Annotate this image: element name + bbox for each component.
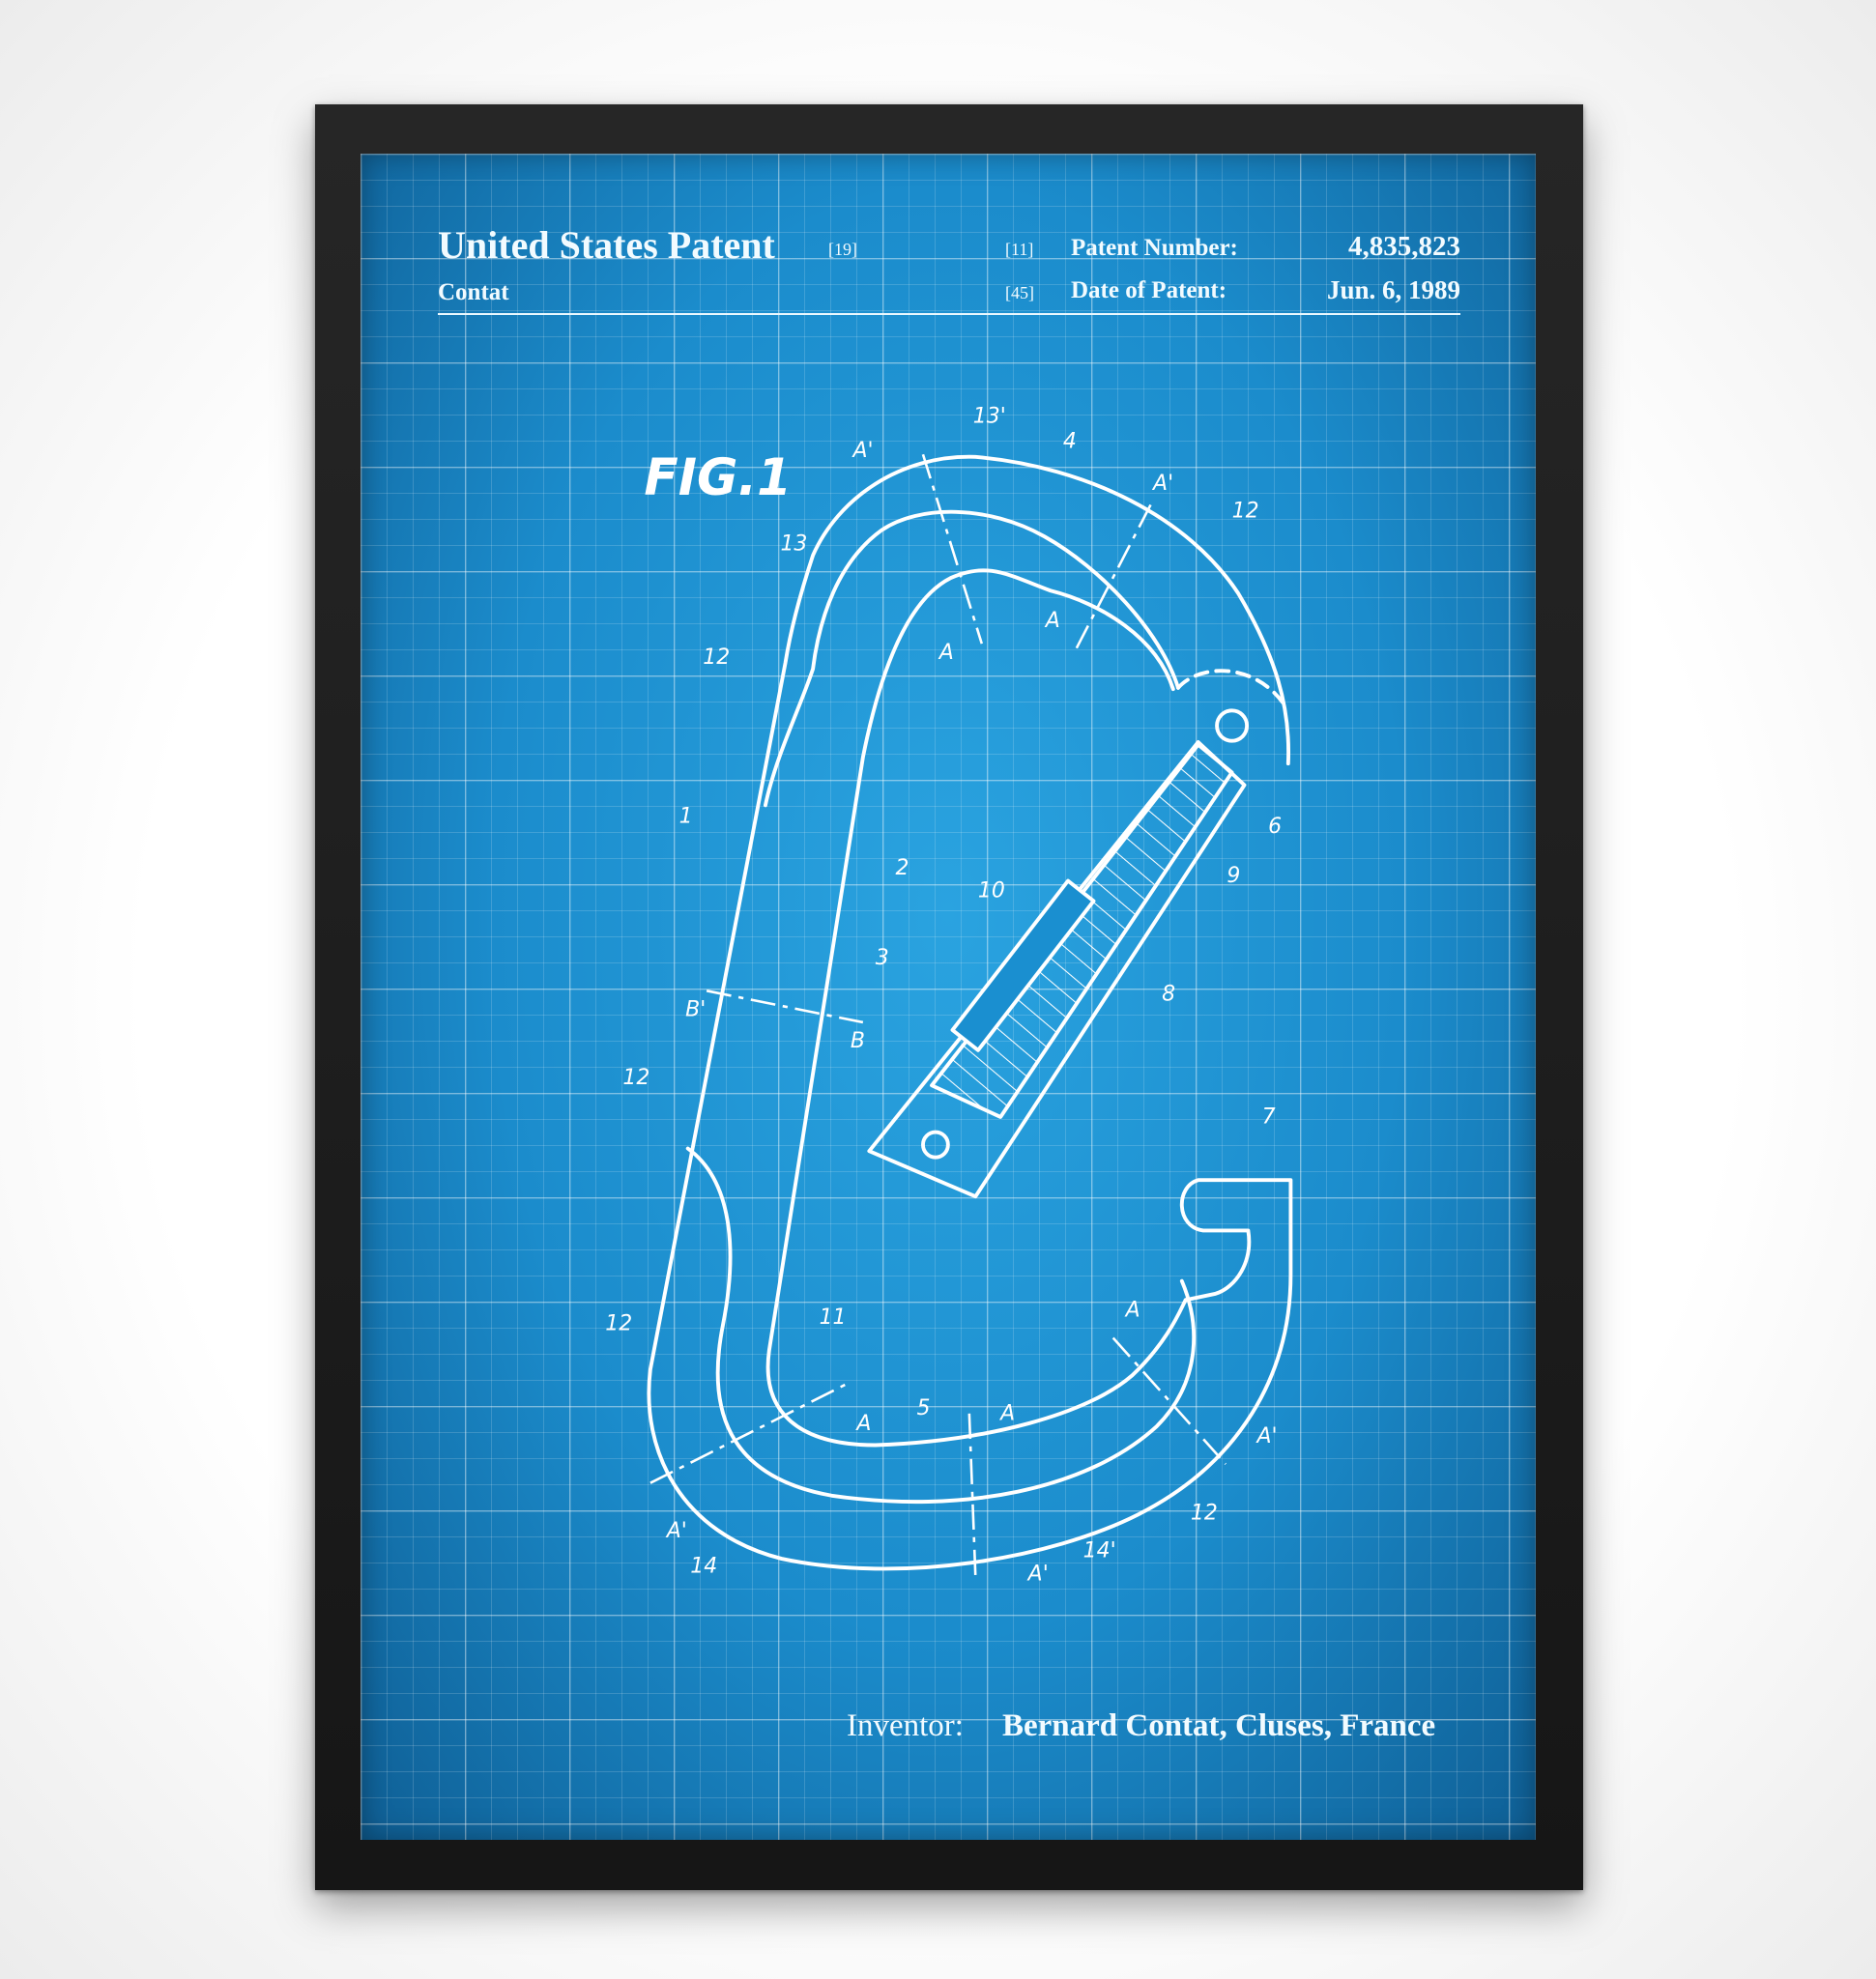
patent-number-label: Patent Number: — [1071, 235, 1238, 261]
patent-title: United States Patent — [438, 223, 775, 267]
title-ref: [19] — [828, 240, 857, 259]
hinge-pin — [1215, 708, 1250, 743]
ref-label: 9 — [1227, 863, 1240, 888]
header-rule — [438, 313, 1460, 315]
ref-label: 8 — [1162, 982, 1175, 1007]
figure-title: FIG.1 — [644, 449, 792, 507]
ref-label: B — [851, 1028, 865, 1053]
ref-label: 7 — [1262, 1104, 1276, 1129]
ref-label: 10 — [978, 878, 1005, 903]
date-ref: [45] — [1005, 283, 1034, 302]
ref-label: A — [938, 640, 954, 665]
ref-label: A — [1124, 1297, 1140, 1322]
ref-label: 14' — [1083, 1538, 1116, 1563]
ref-label: A' — [1151, 471, 1173, 496]
ref-label: 4 — [1063, 429, 1077, 454]
patent-date: Jun. 6, 1989 — [1326, 275, 1460, 304]
ref-label: A' — [1026, 1561, 1049, 1586]
middle-contour-bottom — [685, 1146, 1196, 1505]
inventor-surname: Contat — [438, 279, 509, 305]
inventor-label: Inventor: — [847, 1708, 964, 1743]
ref-label: 12 — [1232, 498, 1259, 523]
ref-label: 3 — [876, 945, 889, 970]
ref-label: 13' — [973, 403, 1006, 428]
gate — [867, 740, 1247, 1199]
ref-label: A — [854, 1411, 871, 1436]
ref-label: 13 — [780, 531, 807, 556]
ref-label: 12 — [605, 1311, 632, 1336]
ref-label: A' — [1255, 1423, 1277, 1448]
inventor-line: Inventor: Bernard Contat, Cluses, France — [847, 1708, 1435, 1744]
ref-label: 6 — [1268, 814, 1282, 839]
middle-contour-top — [763, 509, 1180, 808]
ref-label: 12 — [703, 645, 730, 670]
ref-label: 14 — [690, 1553, 717, 1578]
hinge-arc — [1176, 669, 1288, 709]
inventor-name: Bernard Contat, Cluses, France — [1001, 1708, 1436, 1743]
ref-label: A — [1044, 608, 1060, 633]
ref-label: 12 — [622, 1065, 649, 1090]
ref-label: 11 — [820, 1305, 847, 1330]
patent-number-ref: [11] — [1005, 240, 1034, 259]
rivet — [921, 1130, 950, 1160]
inner-contour — [765, 568, 1188, 1448]
gate-hatch — [930, 742, 1234, 1119]
ref-label: B' — [685, 996, 706, 1021]
outer-contour — [647, 454, 1293, 1571]
ref-label: A — [998, 1400, 1015, 1425]
patent-number: 4,835,823 — [1348, 231, 1460, 262]
date-label: Date of Patent: — [1071, 277, 1227, 303]
ref-label: A' — [665, 1518, 687, 1543]
ref-label: 2 — [896, 855, 909, 880]
ref-label: 5 — [917, 1395, 931, 1420]
ref-label: 1 — [679, 803, 693, 828]
ref-label: A' — [851, 438, 874, 463]
ref-label: 12 — [1191, 1500, 1218, 1525]
blueprint-paper — [361, 154, 1536, 1840]
